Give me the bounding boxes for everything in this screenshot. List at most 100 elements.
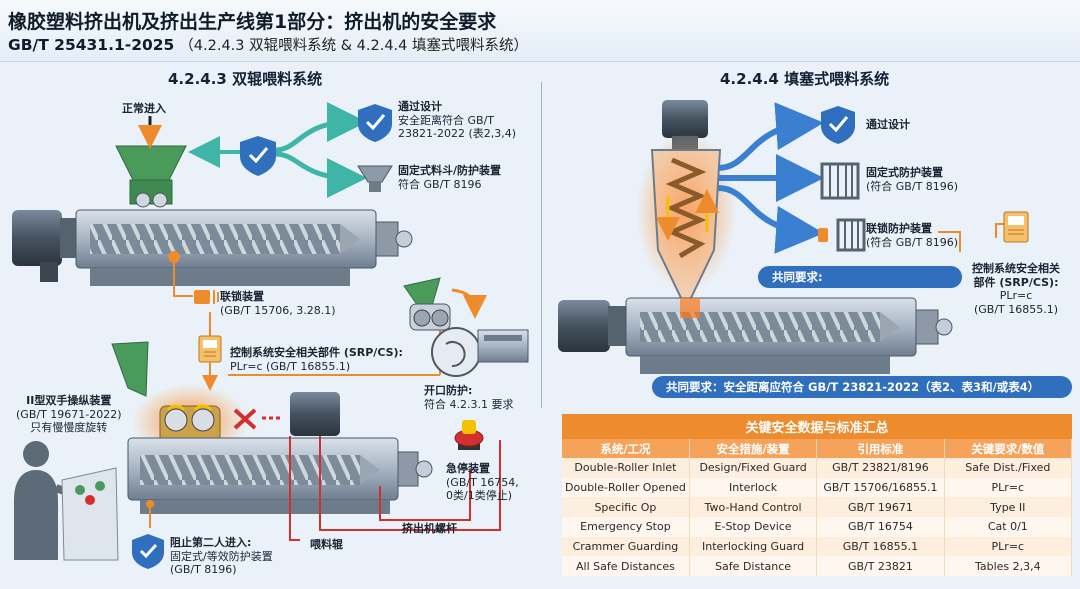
right-interlock-title: 联锁防护装置 <box>866 222 932 235</box>
control-panel-icon <box>61 467 119 561</box>
right-section-title: 4.2.4.4 填塞式喂料系统 <box>720 70 890 88</box>
common-requirement-pill: 共同要求: <box>758 266 962 288</box>
table-cell: GB/T 16855.1 <box>816 536 945 557</box>
right-srpcs-line1: 部件 (SRP/CS): <box>973 275 1059 289</box>
common-requirement-bar: 共同要求：安全距离应符合 GB/T 23821-2022（表2、表3和/或表4） <box>652 376 1072 398</box>
right-design-label: 通过设计 <box>866 118 910 131</box>
design-line2: 23821-2022 (表2,3,4) <box>398 127 517 140</box>
opening-line1: 符合 4.2.3.1 要求 <box>424 397 514 411</box>
control-module-icon <box>198 335 222 363</box>
opening-title: 开口防护: <box>424 384 473 397</box>
table-header-cell: 系统/工况 <box>562 439 690 458</box>
hopper-icon <box>357 165 393 192</box>
interlock-title: 联锁装置 <box>220 290 264 303</box>
interlock-label: 联锁装置 (GB/T 15706, 3.28.1) <box>220 290 336 317</box>
left-bottom-extruder <box>111 341 501 541</box>
table-cell: Interlocking Guard <box>689 536 818 557</box>
table-cell: Two-Hand Control <box>689 497 818 518</box>
header: 橡胶塑料挤出机及挤出生产线第1部分：挤出机的安全要求 GB/T 25431.1-… <box>0 0 1080 62</box>
left-top-extruder <box>12 209 413 286</box>
right-srpcs-title: 控制系统安全相关 <box>972 262 1060 275</box>
left-top-hopper <box>115 116 187 208</box>
table-cell: GB/T 19671 <box>816 497 945 518</box>
right-extruder <box>558 297 953 374</box>
table-cell: GB/T 23821/8196 <box>816 458 945 478</box>
shield-check-icon <box>240 136 276 176</box>
estop-label: 急停装置 (GB/T 16754, 0类/1类停止) <box>446 462 519 503</box>
table-cell: Double-Roller Opened <box>562 477 690 498</box>
design-title: 通过设计 <box>398 100 442 113</box>
opening-protection-label: 开口防护: 符合 4.2.3.1 要求 <box>424 384 513 411</box>
summary-table-grid: 系统/工况 安全措施/装置 引用标准 关键要求/数值 Double-Roller… <box>562 439 1073 577</box>
control-module-icon <box>1003 211 1029 243</box>
standard-code: GB/T 25431.1-2025 <box>8 36 175 54</box>
cage-guard-icon <box>836 218 866 252</box>
block-title: 阻止第二人进入: <box>170 536 252 549</box>
shield-check-icon <box>821 106 855 144</box>
table-cell: PLr=c <box>944 477 1073 498</box>
fixed-guard-label: 固定式料斗/防护装置 符合 GB/T 8196 <box>398 164 501 191</box>
table-cell: Specific Op <box>562 497 690 518</box>
design-line1: 安全距离符合 GB/T <box>398 113 494 127</box>
two-hand-line1: (GB/T 19671-2022) <box>16 407 122 421</box>
fixed-guard-title: 固定式料斗/防护装置 <box>398 164 502 177</box>
table-cell: Type II <box>944 497 1073 518</box>
two-hand-title: II型双手操纵装置 <box>26 394 112 407</box>
right-srpcs-line2: PLr=c <box>999 289 1033 302</box>
table-cell: GB/T 15706/16855.1 <box>816 477 945 498</box>
table-cell: Crammer Guarding <box>562 536 690 557</box>
table-cell: GB/T 16754 <box>816 517 945 537</box>
table-cell: Safe Dist./Fixed <box>944 458 1073 478</box>
normal-entry-label: 正常进入 <box>122 102 166 115</box>
interlock-switch-icon <box>818 228 828 242</box>
design-label: 通过设计 安全距离符合 GB/T 23821-2022 (表2,3,4) <box>398 100 516 141</box>
fixed-guard-line1: 符合 GB/T 8196 <box>398 177 482 191</box>
right-interlock-label: 联锁防护装置 (符合 GB/T 8196) <box>866 222 958 249</box>
crammer-feeder <box>636 100 736 301</box>
screw-label: 挤出机螺杆 <box>402 522 457 535</box>
block-line1: 固定式/等效防护装置 <box>170 549 273 563</box>
table-cell: Cat 0/1 <box>944 517 1073 537</box>
page-subtitle: GB/T 25431.1-2025 （4.2.4.3 双辊喂料系统 & 4.2.… <box>8 34 528 55</box>
block-line2: (GB/T 8196) <box>170 563 237 576</box>
table-header-cell: 关键要求/数值 <box>944 439 1073 458</box>
table-cell: GB/T 23821 <box>816 556 945 577</box>
left-section-title: 4.2.4.3 双辊喂料系统 <box>168 70 323 88</box>
summary-table: 关键安全数据与标准汇总 系统/工况 安全措施/装置 引用标准 关键要求/数值 D… <box>562 414 1073 577</box>
interlock-switch-icon <box>194 290 219 304</box>
srpcs-label: 控制系统安全相关部件 (SRP/CS): PLr=c (GB/T 16855.1… <box>230 346 403 373</box>
table-header-row: 系统/工况 安全措施/装置 引用标准 关键要求/数值 <box>562 439 1073 458</box>
right-fixed-label: 固定式防护装置 (符合 GB/T 8196) <box>866 166 958 193</box>
two-hand-line2: 只有慢慢度旋转 <box>30 421 108 434</box>
table-cell: Safe Distance <box>689 556 818 577</box>
estop-title: 急停装置 <box>446 462 490 475</box>
table-header-cell: 引用标准 <box>816 439 945 458</box>
estop-line2: 0类/1类停止) <box>446 489 512 502</box>
section-divider <box>541 82 542 408</box>
table-cell: Interlock <box>689 477 818 498</box>
cage-guard-icon <box>820 162 860 200</box>
right-fixed-title: 固定式防护装置 <box>866 166 943 179</box>
interlock-line1: (GB/T 15706, 3.28.1) <box>220 303 336 317</box>
right-fixed-line1: (符合 GB/T 8196) <box>866 179 959 193</box>
table-cell: Emergency Stop <box>562 517 690 537</box>
emergency-stop-icon <box>454 420 484 450</box>
estop-line1: (GB/T 16754, <box>446 475 519 489</box>
block-second-person-label: 阻止第二人进入: 固定式/等效防护装置 (GB/T 8196) <box>170 536 273 577</box>
srpcs-line1: PLr=c (GB/T 16855.1) <box>230 359 351 373</box>
table-header-cell: 安全措施/装置 <box>689 439 818 458</box>
table-cell: Tables 2,3,4 <box>944 556 1073 577</box>
page-title: 橡胶塑料挤出机及挤出生产线第1部分：挤出机的安全要求 <box>8 11 497 33</box>
right-srpcs-line3: (GB/T 16855.1) <box>973 302 1059 316</box>
table-cell: Design/Fixed Guard <box>689 458 818 478</box>
shield-check-icon <box>132 534 164 569</box>
table-cell: Double-Roller Inlet <box>562 458 690 478</box>
table-cell: PLr=c <box>944 536 1073 557</box>
srpcs-title: 控制系统安全相关部件 (SRP/CS): <box>230 346 403 359</box>
right-interlock-line1: (符合 GB/T 8196) <box>866 235 959 249</box>
